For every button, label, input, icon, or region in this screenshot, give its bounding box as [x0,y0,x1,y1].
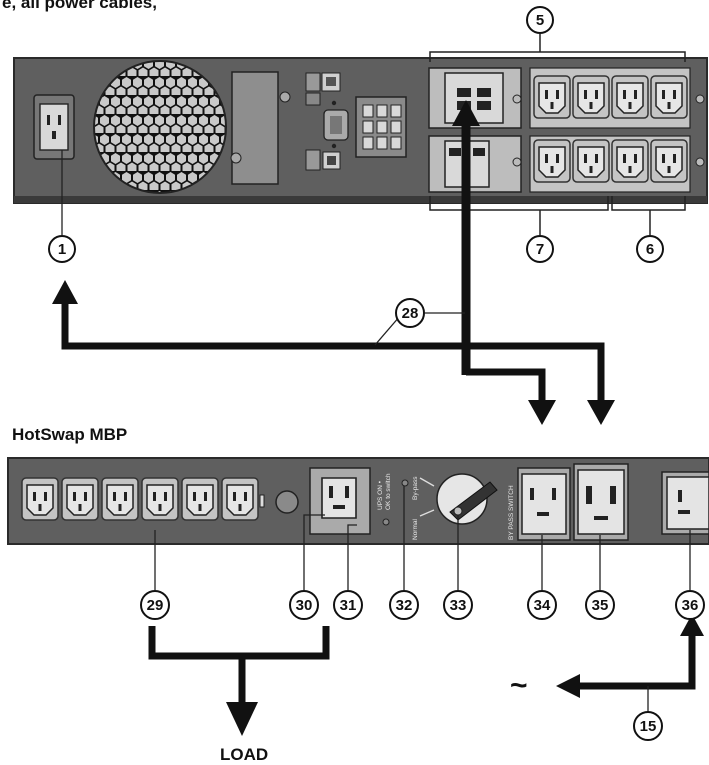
mbp-indicator-labels: UPS ON • OK to switch By-pass Normal [377,473,419,540]
svg-text:33: 33 [450,597,467,614]
ups-c13-output-row-top [529,67,691,129]
mbp-title: HotSwap MBP [12,425,127,444]
mbp-ups-output-c19 [309,467,371,535]
power-cables [52,100,615,425]
callout-28: 28 [395,298,425,328]
callout-6: 6 [636,235,664,263]
bracket-group-6 [611,196,686,211]
bracket-group-7 [429,196,609,211]
normal-label: Normal [412,518,419,540]
svg-text:1: 1 [58,241,66,258]
fan-grille [93,60,227,194]
callout-30: 30 [289,590,319,620]
load-label: LOAD [220,745,268,764]
svg-text:36: 36 [682,597,699,614]
callout-31: 31 [333,590,363,620]
bracket-outputs-group [429,51,686,62]
svg-text:32: 32 [396,597,413,614]
mbp-ups-input-c20 [573,463,629,541]
leader-30 [303,514,325,590]
ups-on-label: UPS ON • [377,480,384,510]
svg-text:30: 30 [296,597,313,614]
ac-mains-symbol: ~ [510,669,528,702]
callout-34: 34 [527,590,557,620]
svg-text:31: 31 [340,597,357,614]
svg-text:28: 28 [402,305,419,322]
mbp-bypass-input-c14 [517,467,571,541]
bypass-switch-label: BY PASS SWITCH [508,485,515,540]
callout-32: 32 [389,590,419,620]
mount-screw [512,157,522,167]
bypass-rotary-switch[interactable] [419,473,498,525]
svg-text:29: 29 [147,597,164,614]
ups-c19-output-bottom [428,135,522,193]
header-partial-text: e, all power cables, [2,0,157,12]
leader-31 [347,524,357,590]
callout-1: 1 [48,235,76,263]
mains-cable-arrow [556,614,704,698]
callout-36: 36 [675,590,705,620]
external-battery-connector [355,96,407,158]
callout-29: 29 [140,590,170,620]
communication-slot-cover [230,71,291,185]
mount-screw [695,94,705,104]
ok-to-switch-led [382,518,390,526]
mbp-small-slot [259,494,265,508]
callout-7: 7 [526,235,554,263]
svg-text:7: 7 [536,241,544,258]
svg-text:15: 15 [640,718,657,735]
load-cable-arrow [148,626,330,736]
mbp-breaker [275,490,299,514]
mount-screw [695,157,705,167]
ok-to-switch-label: OK to switch [385,473,392,510]
svg-text:35: 35 [592,597,609,614]
communication-ports [305,72,349,171]
svg-text:34: 34 [534,597,551,614]
callout-35: 35 [585,590,615,620]
leader-28 [374,315,401,346]
bypass-label: By-pass [412,476,419,500]
svg-text:6: 6 [646,241,654,258]
ups-c13-output-row-bottom [529,135,691,193]
mbp-mains-input [661,471,709,535]
svg-text:5: 5 [536,12,544,29]
callout-5: 5 [526,6,554,34]
bypass-led [401,479,409,487]
ups-input-socket [33,94,75,160]
callout-33: 33 [443,590,473,620]
callout-15: 15 [633,711,663,741]
mount-screw [512,94,522,104]
